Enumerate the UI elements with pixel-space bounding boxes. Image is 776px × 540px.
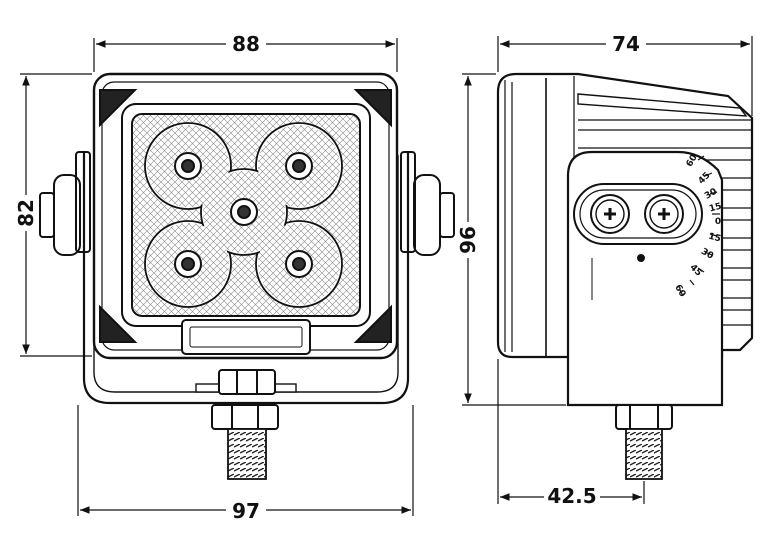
threaded-stud	[227, 428, 267, 480]
light-housing	[92, 72, 399, 360]
svg-text:15: 15	[707, 232, 722, 245]
side-housing	[496, 72, 754, 359]
svg-text:15: 15	[708, 202, 723, 215]
dim-depth-top: 74	[612, 32, 640, 56]
svg-text:0: 0	[715, 217, 721, 227]
cooling-fins	[578, 119, 752, 326]
dim-bolt-offset: 42.5	[547, 484, 596, 508]
dim-width-top: 88	[232, 32, 260, 56]
logo-plate	[181, 319, 311, 355]
side-view	[496, 72, 754, 480]
corner-tab	[99, 89, 138, 128]
dim-height-side: 96	[456, 226, 480, 254]
angle-scale	[679, 155, 720, 297]
dim-width-bottom: 97	[232, 499, 260, 523]
led-emitters	[174, 152, 313, 278]
dim-height-left: 82	[14, 199, 38, 227]
mount-nut	[218, 369, 276, 395]
side-threaded-stud	[625, 428, 663, 480]
right-knob	[413, 174, 441, 256]
mounting-bracket	[82, 152, 410, 405]
front-view	[39, 72, 455, 480]
